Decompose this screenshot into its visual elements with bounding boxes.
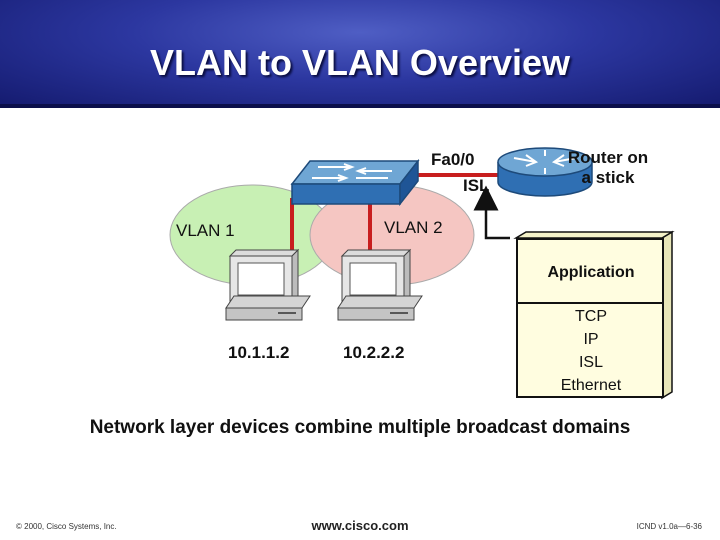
host1-computer-icon (225, 248, 311, 321)
switch-icon (290, 158, 420, 207)
stack-layer-tcp: TCP (575, 308, 607, 325)
footer-copyright: © 2000, Cisco Systems, Inc. (16, 522, 117, 531)
stack-to-router-arrow (473, 185, 510, 240)
slide-title: VLAN to VLAN Overview (149, 42, 571, 83)
host2-computer-icon (337, 248, 423, 321)
title-banner (0, 0, 720, 108)
trunk-label: ISL (463, 176, 490, 195)
stack-layer-ethernet: Ethernet (560, 377, 622, 394)
router-label-line2: a stick (581, 168, 635, 187)
vlan2-label: VLAN 2 (384, 218, 443, 237)
router-icon (497, 147, 593, 197)
footer-course-ref: ICND v1.0a—6-36 (636, 522, 702, 531)
footer-url: www.cisco.com (311, 518, 409, 533)
host1-address: 10.1.1.2 (228, 343, 290, 362)
router-label-line1: Router on (567, 148, 649, 167)
switch-port-label: Fa0/0 (431, 150, 475, 169)
host2-address: 10.2.2.2 (343, 343, 405, 362)
stack-application-label: Application (547, 264, 635, 281)
stack-layer-ip: IP (583, 331, 599, 348)
stack-layer-isl: ISL (578, 354, 603, 371)
vlan1-label: VLAN 1 (176, 221, 235, 240)
slide-caption: Network layer devices combine multiple b… (89, 417, 631, 438)
stack-lower-layers-box: TCP IP ISL Ethernet (516, 302, 664, 398)
stack-application-box: Application (516, 238, 664, 304)
